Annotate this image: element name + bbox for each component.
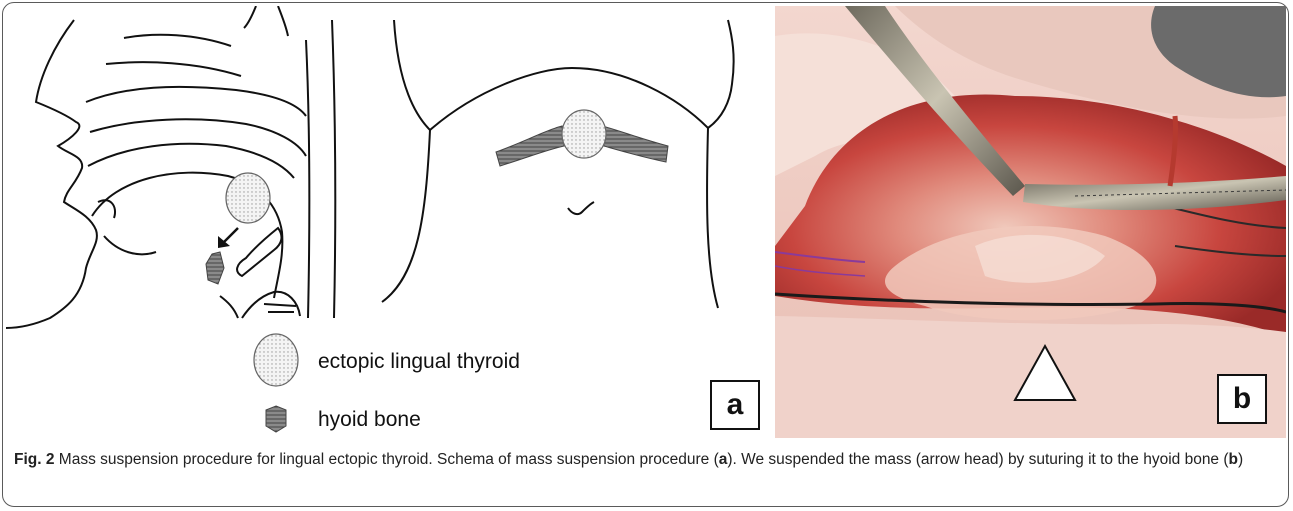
- panel-b-label: b: [1217, 374, 1267, 424]
- caption-fig-number: Fig. 2: [14, 451, 54, 468]
- thyroid-mass-frontal: [562, 110, 606, 158]
- caption-text-1: Mass suspension procedure for lingual ec…: [54, 451, 718, 468]
- suspension-arrow: [218, 228, 238, 248]
- figure-caption: Fig. 2 Mass suspension procedure for lin…: [14, 449, 1279, 471]
- schema-drawing: ectopic lingual thyroid hyoid bone: [6, 6, 764, 438]
- legend-hyoid-label: hyoid bone: [318, 408, 421, 431]
- frontal-view: [382, 20, 734, 308]
- legend-thyroid-label: ectopic lingual thyroid: [318, 350, 520, 373]
- caption-text-2: ). We suspended the mass (arrow head) by…: [727, 451, 1228, 468]
- sagittal-section: [6, 6, 335, 328]
- panel-a-label: a: [710, 380, 760, 430]
- panel-a-schema: ectopic lingual thyroid hyoid bone a: [6, 6, 764, 438]
- caption-ref-b: b: [1229, 451, 1238, 468]
- hyoid-bone-sagittal: [206, 252, 224, 284]
- caption-text-3: ): [1238, 451, 1243, 468]
- legend-thyroid-symbol: [254, 334, 298, 386]
- surgical-photo: [775, 6, 1286, 438]
- legend: ectopic lingual thyroid hyoid bone: [254, 334, 520, 432]
- legend-hyoid-symbol: [266, 406, 286, 432]
- thyroid-mass-sagittal: [226, 173, 270, 223]
- panel-b-photo: b: [775, 6, 1286, 438]
